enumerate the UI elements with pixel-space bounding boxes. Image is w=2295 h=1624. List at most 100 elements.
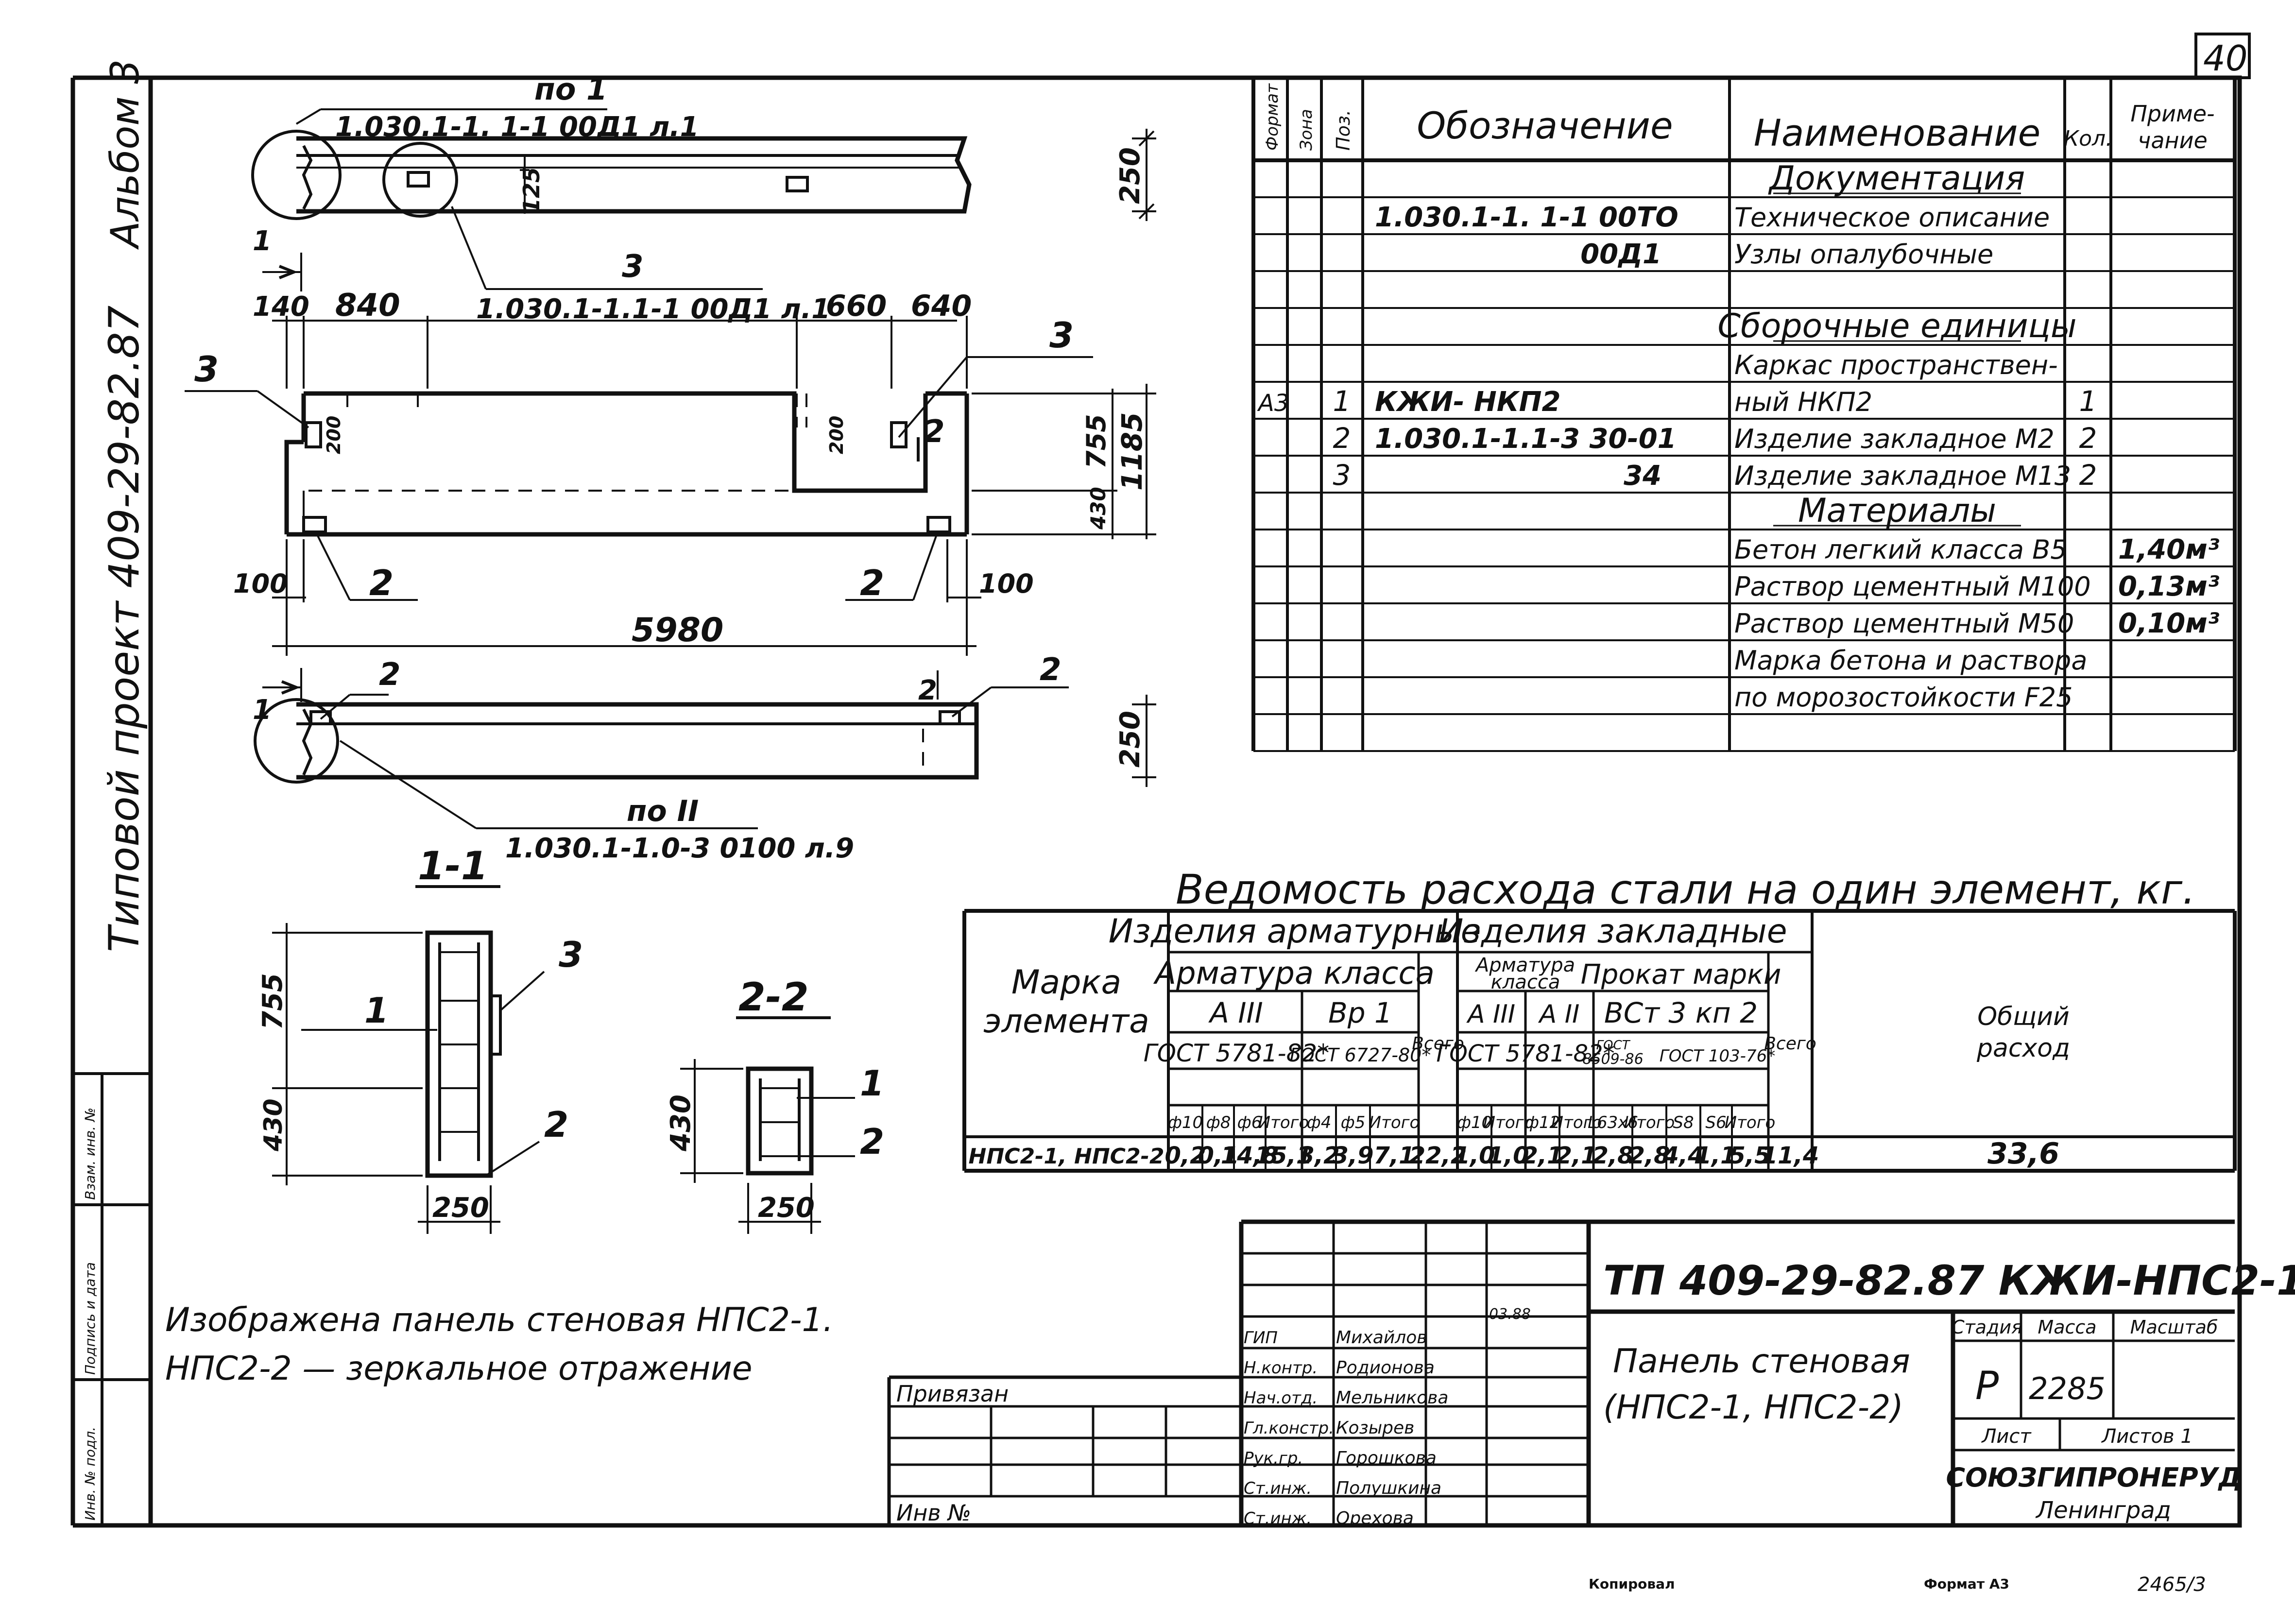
ref-bottom-a: по II — [627, 794, 699, 828]
dim-100-left: 100 — [233, 568, 288, 599]
steel-row-value: 5,5 — [1729, 1142, 1770, 1169]
steel-col-mark: Марка — [1011, 963, 1121, 1002]
ref-top-a: по 1 — [534, 71, 607, 107]
steel-row-value: 22,2 — [1409, 1142, 1467, 1169]
steel-diam-header: ф12 — [1525, 1113, 1560, 1132]
signer-role: Ст.инж. — [1244, 1479, 1312, 1498]
steel-row-mark: НПС2-1, НПС2-2 — [969, 1144, 1165, 1169]
steel-title: Ведомость расхода стали на один элемент,… — [1176, 866, 2195, 913]
org-city: Ленинград — [2035, 1497, 2171, 1524]
sheet-number-box — [2194, 33, 2251, 79]
stage-label: Стадия — [1952, 1316, 2022, 1338]
margin-label-replace: Взам. инв. № — [82, 1108, 98, 1200]
sheet-number: 40 — [2203, 38, 2248, 79]
copied-label: Копировал — [1589, 1576, 1675, 1592]
dim-660: 660 — [826, 289, 887, 323]
steel-row-value: 1,1 — [1695, 1142, 1736, 1169]
dim-5980: 5980 — [632, 611, 723, 650]
margin-label-sign: Подпись и дата — [82, 1262, 98, 1375]
steel-sub-armature-class: Арматура класса — [1153, 956, 1435, 991]
org-name: СОЮЗГИПРОНЕРУД — [1946, 1462, 2242, 1493]
spec-cell-name: Раствор цементный М100 — [1734, 571, 2091, 602]
title-name-2: (НПС2-1, НПС2-2) — [1603, 1388, 1903, 1427]
pos-2-right: 2 — [860, 563, 884, 603]
sheets-label: Листов 1 — [2101, 1425, 2193, 1448]
dim-125: 125 — [518, 167, 545, 214]
spec-header-note: Приме- — [2130, 101, 2214, 127]
steel-sub-emb-class: Арматура — [1474, 954, 1575, 976]
outer-frame — [148, 75, 2242, 1528]
spec-cell-name: по морозостойкости F25 — [1734, 682, 2072, 713]
steel-diam-header: ф10 — [1168, 1113, 1203, 1132]
spec-cell-name: Техническое описание — [1734, 202, 2050, 233]
margin-label-inv: Инв. № подл. — [82, 1427, 98, 1521]
section-2-drawing — [680, 1059, 855, 1234]
steel-diam-header: S6 — [1705, 1113, 1726, 1132]
steel-row-value: 3,9 — [1332, 1142, 1373, 1169]
ref-top-b: 1.030.1-1. 1-1 00Д1 л.1 — [335, 111, 699, 143]
spec-cell-designation: КЖИ- НКП2 — [1375, 386, 1560, 418]
steel-diam-header: L63x6 — [1588, 1113, 1638, 1132]
format-label: Формат А3 — [1924, 1576, 2009, 1592]
spec-cell-name: Изделие закладное М13 — [1734, 461, 2071, 491]
steel-gost-6727: ГОСТ 6727-80* — [1290, 1044, 1431, 1066]
steel-row-value: 15,1 — [1255, 1142, 1312, 1169]
steel-gost-5781: ГОСТ 5781-82* — [1144, 1039, 1329, 1067]
steel-sub-rolled: Прокат марки — [1581, 959, 1781, 991]
spec-header-name: Наименование — [1754, 111, 2041, 154]
signer-role: Н.контр. — [1244, 1358, 1318, 1378]
spec-cell-qty: 1 — [2079, 385, 2097, 418]
node-circle-top — [251, 130, 342, 220]
project-label: Типовой проект 409-29-82.87 — [100, 306, 149, 952]
cut-1-top: 1 — [253, 225, 272, 257]
sec2-dim-430: 430 — [665, 1094, 697, 1152]
spec-cell-pos: 3 — [1333, 459, 1351, 492]
spec-cell-designation: 00Д1 — [1580, 239, 1661, 270]
pos-3-right: 3 — [1049, 315, 1074, 356]
steel-diam-header: ф4 — [1307, 1113, 1332, 1132]
dim-200-left: 200 — [323, 416, 344, 454]
steel-row-value: 14,8 — [1221, 1142, 1278, 1169]
dim-250-top: 250 — [1114, 147, 1146, 204]
dim-840: 840 — [335, 288, 400, 324]
cut-2-bottom: 2 — [918, 675, 937, 706]
steel-col-mark-2: элемента — [983, 1002, 1149, 1041]
archive-number: 2465/3 — [2138, 1573, 2206, 1596]
mass-label: Масса — [2038, 1316, 2096, 1338]
dim-140: 140 — [253, 291, 309, 323]
steel-diam-header: S8 — [1673, 1113, 1694, 1132]
steel-group-armature: Изделия арматурные — [1109, 912, 1481, 951]
pos-2-bottom-right: 2 — [1040, 652, 1062, 688]
sec2-pos-1: 1 — [860, 1063, 884, 1104]
signer-name: Горошкова — [1336, 1448, 1437, 1468]
spec-cell-name: Марка бетона и раствора — [1734, 645, 2087, 676]
elevation-view — [185, 253, 1156, 656]
spec-cell-pos: 1 — [1333, 385, 1351, 418]
steel-gost-103: ГОСТ 103-76* — [1660, 1046, 1775, 1066]
signer-role: Рук.гр. — [1244, 1449, 1303, 1468]
steel-col-total2: Всего — [1764, 1034, 1816, 1054]
steel-diam-header: Итого — [1624, 1113, 1675, 1132]
steel-diam-header: Итого — [1551, 1113, 1602, 1132]
sec1-dim-430: 430 — [259, 1098, 288, 1152]
spec-cell-name: ный НКП2 — [1734, 387, 1872, 417]
spec-cell-note: 0,13м³ — [2118, 571, 2219, 602]
embed-mark-1 — [407, 171, 430, 188]
steel-row-value: 0,1 — [1198, 1142, 1239, 1169]
signer-name: Михайлов — [1336, 1328, 1427, 1348]
cut-2-right: 2 — [923, 414, 945, 450]
spec-header-designation: Обозначение — [1417, 104, 1673, 147]
spec-cell-designation: 1.030.1-1. 1-1 00ТО — [1375, 202, 1678, 233]
steel-row-value: 2,8 — [1628, 1142, 1670, 1169]
steel-gost-8509-num: 8509-86 — [1582, 1051, 1643, 1068]
signer-name: Родионова — [1336, 1358, 1435, 1378]
note-line-2: НПС2-2 — зеркальное отражение — [165, 1350, 753, 1388]
dim-1185: 1185 — [1115, 412, 1148, 491]
section-1-title: 1-1 — [418, 843, 488, 889]
signer-name: Мельникова — [1336, 1388, 1448, 1408]
steel-class-vp1: Вр 1 — [1328, 996, 1392, 1029]
